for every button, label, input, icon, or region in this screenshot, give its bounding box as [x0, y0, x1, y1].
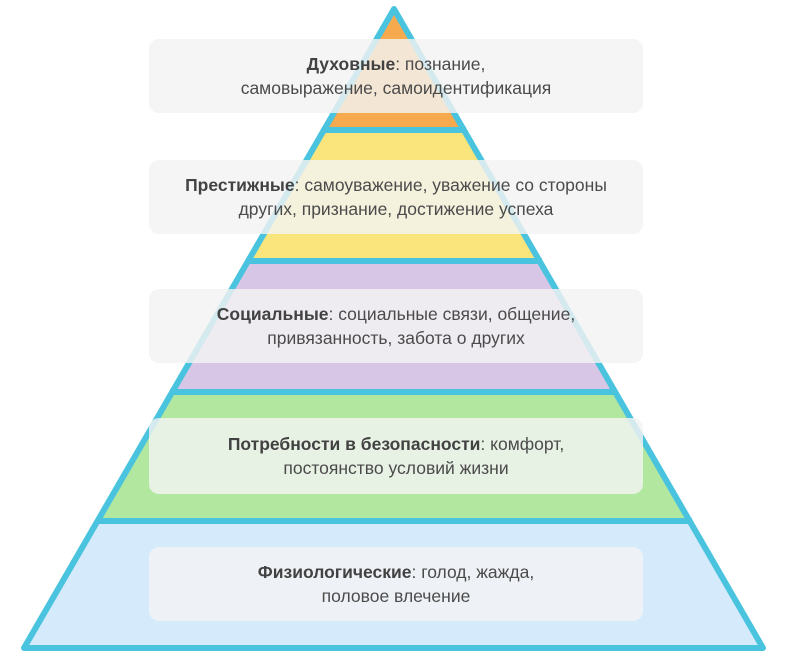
label-line: Физиологические: голод, жажда,: [258, 560, 534, 584]
level-description: : комфорт,: [480, 434, 565, 454]
label-line: Духовные: познание,: [307, 52, 486, 76]
level-description: : социальные связи, общение,: [328, 304, 576, 324]
label-line: других, признание, достижение успеха: [238, 199, 554, 219]
label-line: Социальные: социальные связи, общение,: [217, 302, 575, 326]
label-line: половое влечение: [321, 586, 471, 606]
level-name: Престижные: [185, 175, 295, 195]
level-label-spiritual: Духовные: познание, самовыражение, самои…: [149, 39, 643, 113]
level-label-physiological: Физиологические: голод, жажда, половое в…: [149, 547, 643, 621]
level-description: : познание,: [395, 54, 486, 74]
label-line: Престижные: самоуважение, уважение со ст…: [185, 173, 607, 197]
level-label-social: Социальные: социальные связи, общение, п…: [149, 289, 643, 363]
level-label-prestige: Престижные: самоуважение, уважение со ст…: [149, 160, 643, 234]
label-line: постоянство условий жизни: [283, 458, 509, 478]
label-line: самовыражение, самоидентификация: [240, 78, 552, 98]
level-name: Физиологические: [257, 562, 412, 582]
level-name: Потребности в безопасности: [227, 434, 481, 454]
level-description: : голод, жажда,: [411, 562, 535, 582]
level-description: : самоуважение, уважение со стороны: [294, 175, 607, 195]
level-label-safety: Потребности в безопасности: комфорт, пос…: [149, 418, 643, 494]
label-line: Потребности в безопасности: комфорт,: [228, 432, 564, 456]
level-name: Духовные: [306, 54, 396, 74]
level-name: Социальные: [216, 304, 329, 324]
label-line: привязанность, забота о других: [267, 328, 525, 348]
